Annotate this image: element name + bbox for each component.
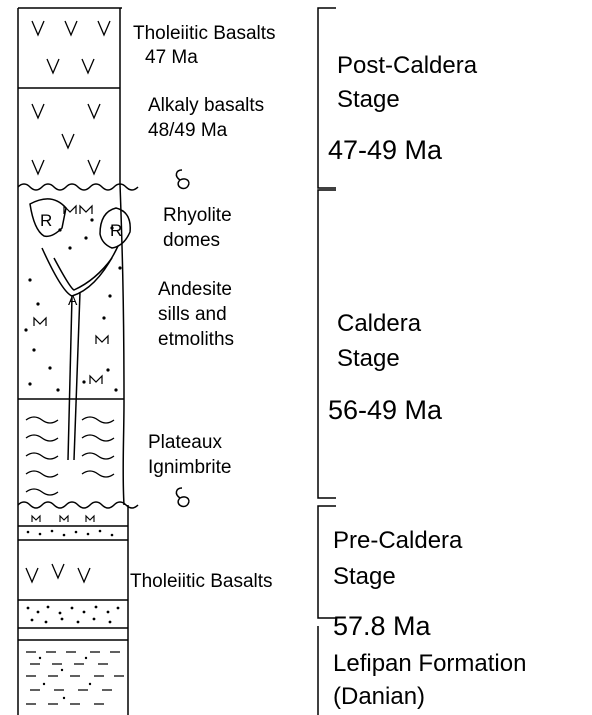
caldera-bracket: [318, 190, 336, 498]
label-alkaly-basalts-age: 48/49 Ma: [148, 120, 227, 143]
stage-pre-caldera-title: Pre-Caldera: [333, 527, 462, 556]
alkaly-basalt-symbols: [32, 104, 100, 174]
label-andesite-sills: sills and: [158, 304, 227, 327]
stage-post-caldera-subtitle: Stage: [337, 86, 400, 115]
stage-caldera-age: 56-49 Ma: [328, 394, 442, 426]
label-plateaux: Plateaux: [148, 432, 222, 455]
label-ignimbrite: Ignimbrite: [148, 457, 231, 480]
pre-caldera-tuff-symbols: [32, 516, 94, 522]
label-tholeiitic-basalts-top: Tholeiitic Basalts: [133, 23, 276, 46]
andesite-letter: A: [68, 292, 77, 309]
andesite-sill: [42, 246, 118, 460]
label-tholeiitic-basalts-top-age: 47 Ma: [145, 47, 198, 70]
stage-post-caldera-age: 47-49 Ma: [328, 134, 442, 166]
tholeiitic-basalt-symbols-bottom: [26, 564, 90, 582]
stage-pre-caldera-subtitle: Stage: [333, 563, 396, 592]
lower-unconformity: [18, 502, 138, 508]
unconformity-symbol-lower: [176, 488, 189, 506]
tholeiitic-basalt-symbols-top: [32, 21, 110, 73]
stage-caldera-title: Caldera: [337, 310, 421, 339]
label-rhyolite-domes: domes: [163, 230, 220, 253]
label-andesite: Andesite: [158, 279, 232, 302]
label-alkaly-basalts: Alkaly basalts: [148, 95, 264, 118]
stage-caldera-subtitle: Stage: [337, 345, 400, 374]
ignimbrite-symbols: [26, 417, 114, 495]
stage-post-caldera-title: Post-Caldera: [337, 52, 477, 81]
stage-pre-caldera-age: 57.8 Ma: [333, 610, 431, 642]
rhyolite-dome-letter-right: R: [110, 221, 122, 241]
label-tholeiitic-basalts-bottom: Tholeiitic Basalts: [130, 571, 273, 594]
pre-caldera-bracket: [318, 506, 336, 618]
lefipan-formation-title: Lefipan Formation: [333, 650, 526, 679]
label-rhyolite: Rhyolite: [163, 205, 232, 228]
shale-symbols: [26, 652, 124, 704]
layer-boundaries: [18, 88, 128, 640]
lefipan-formation-age: (Danian): [333, 683, 425, 712]
rhyolite-dome-letter-left: R: [40, 211, 52, 231]
unconformity-symbol-upper: [176, 170, 189, 188]
label-andesite-etmoliths: etmoliths: [158, 329, 234, 352]
